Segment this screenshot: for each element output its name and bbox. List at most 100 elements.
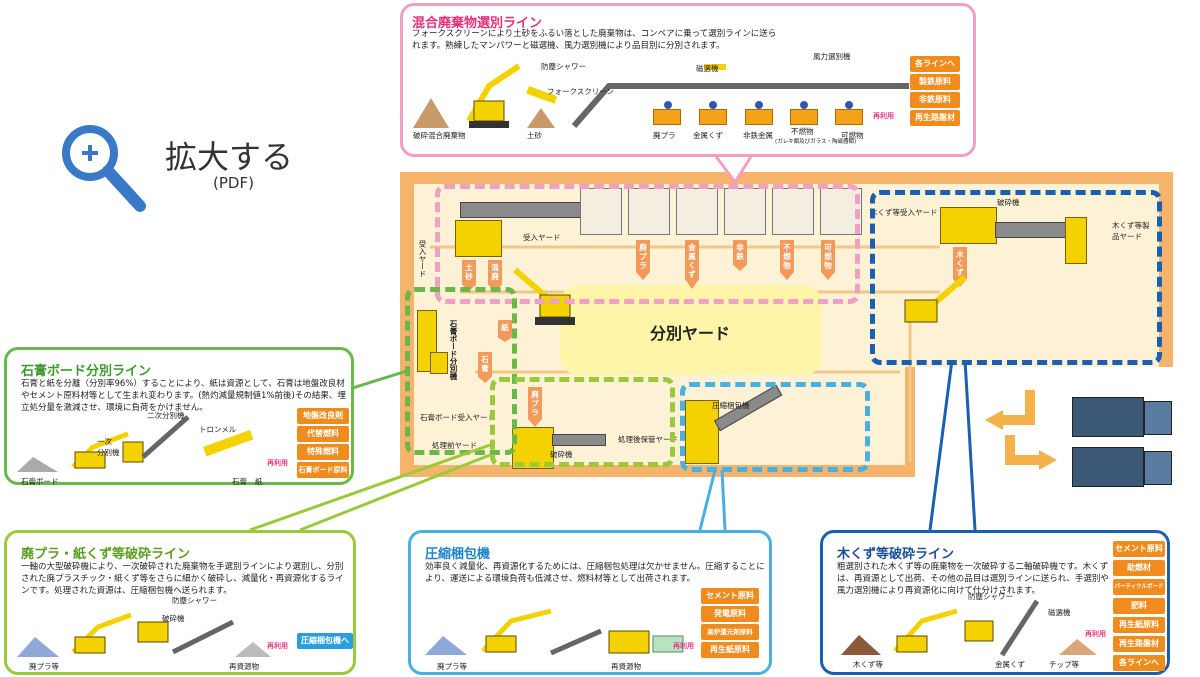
chute-metal: 金属くず [685, 240, 699, 289]
mixed-tag-3: 再生路盤材 [910, 110, 960, 126]
zoom-sub-label: (PDF) [213, 174, 254, 192]
mixed-tag-2: 非鉄原料 [910, 92, 960, 108]
mixed-tag-1: 製鉄原料 [910, 74, 960, 90]
wood-shower-label: 防塵シャワー [968, 592, 1013, 601]
gypsum-tag-0: 地盤改良剤 [297, 408, 349, 424]
chute-burnable: 可燃物 [821, 240, 835, 280]
plastic-reuse-label: 再利用 [267, 642, 288, 650]
crusher-label: 破砕機 [550, 450, 573, 459]
zoom-pdf-button[interactable]: 拡大する (PDF) [55, 118, 295, 218]
before-yard-label: 処理前ヤード [432, 441, 477, 450]
wood-line-desc: 粗選別された木くず等の廃棄物を一次破砕する二軸破砕機です。木くずは、再資源として… [837, 562, 1109, 596]
magnifier-icon [62, 125, 146, 212]
mixed-plastic-label: 廃プラ [653, 131, 676, 140]
baler-reuse-label: 再利用 [673, 642, 694, 650]
baler-machine [685, 400, 719, 464]
mixed-tag-0: 各ラインへ [910, 56, 960, 72]
plastic-line-illustration [17, 612, 271, 657]
mixed-burn-label: 可燃物 [841, 131, 864, 140]
sort-yard-label: 分別ヤード [650, 324, 731, 343]
wood-tag-6: 各ラインへ [1113, 655, 1165, 671]
receive-yard-vertical-label: 受入ヤード [418, 240, 427, 278]
baler-tag-3: 再生紙原料 [701, 642, 759, 658]
gypsum-line-desc: 石膏と紙を分離（分別率96%）することにより、紙は資源として、石膏は地盤改良材や… [21, 379, 346, 413]
gypsum-input-label: 石膏ボード [21, 477, 59, 486]
wood-tag-0: セメント原料 [1113, 541, 1165, 557]
baler-tag-2: 高炉還元剤原料 [701, 624, 759, 640]
arrow-mixed: 混廃 [488, 260, 502, 291]
arrow-gypsum: 石膏 [478, 352, 492, 383]
plastic-shower-label: 防塵シャワー [172, 596, 217, 605]
plastic-line-title: 廃プラ・紙くず等破砕ライン [21, 547, 191, 562]
truck-bottom-icon [1072, 447, 1172, 487]
gypsum-panel: 石膏ボード分別ライン 石膏と紙を分離（分別率96%）することにより、紙は資源とし… [4, 347, 354, 486]
wood-crusher-machine [940, 207, 997, 244]
mixed-nonferrous-label: 非鉄金属 [743, 131, 773, 140]
mixed-wind-label: 風力選別機 [813, 52, 851, 61]
truck-top-icon [1072, 397, 1172, 437]
zoom-label: 拡大する [165, 138, 294, 176]
mixed-line-desc: フォークスクリーンにより土砂をふるい落とした廃棄物は、コンベアに乗って選別ライン… [412, 29, 777, 51]
mixed-waste-panel: 混合廃棄物選別ライン フォークスクリーンにより土砂をふるい落とした廃棄物は、コン… [400, 3, 976, 157]
wood-product-label: 木くず等製品ヤード [1112, 221, 1150, 241]
wood-chip-label: チップ等 [1049, 660, 1079, 669]
mixed-shower-label: 防塵シャワー [541, 62, 586, 71]
baler-tag-0: セメント原料 [701, 588, 759, 604]
plastic-line-desc: 一軸の大型破砕機により、一次破砕された廃棄物を手選別ラインにより選別し、分別され… [21, 562, 344, 596]
wood-tag-1: 助燃材 [1113, 560, 1165, 576]
baler-line-desc: 効率良く減量化、再資源化するためには、圧縮梱包処理は欠かせません。圧縮することに… [425, 562, 765, 584]
baler-output-label: 再資源物 [611, 662, 641, 671]
gypsum-primary-label: 一次 分別機 [97, 437, 120, 457]
mixed-unburn-label: 不燃物 [791, 127, 814, 136]
gypsum-paper-label: 紙 [255, 477, 263, 486]
mixed-magnet-label: 磁選機 [696, 64, 719, 73]
wood-tag-4: 再生紙原料 [1113, 617, 1165, 633]
wood-line-title: 木くず等破砕ライン [837, 547, 955, 562]
gypsum-gypsum-label: 石膏 [232, 477, 247, 486]
after-yard-label: 処理後保管ヤード [618, 435, 678, 444]
wood-tag-2: パーティクルボード原料 [1113, 579, 1165, 606]
arrow-paper: 紙 [498, 320, 512, 342]
wood-tag-5: 再生路盤材 [1113, 636, 1165, 652]
gypsum-trommel-label: トロンメル [199, 425, 237, 434]
plastic-output-label: 再資源物 [229, 662, 259, 671]
wood-input-label: 木くず等 [853, 660, 883, 669]
mixed-soil-label: 土砂 [527, 131, 542, 140]
wood-excavator-icon [904, 274, 967, 323]
gypsum-tag-2: 特殊燃料 [297, 444, 349, 460]
chute-unburnable: 不燃物 [780, 240, 794, 280]
chute-plastic: 廃プラ [636, 240, 650, 280]
gypsum-yard-label: 石膏ボード受入ヤード [420, 413, 495, 422]
gypsum-line-illustration [17, 415, 254, 472]
baler-line-illustration [425, 608, 684, 656]
receive-yard-label: 受入ヤード [523, 233, 561, 242]
baler-line-title: 圧縮梱包機 [425, 547, 491, 562]
wood-magnet-label: 磁選機 [1048, 608, 1071, 617]
truck-flow-arrows [985, 390, 1057, 470]
chute-nonferrous: 非鉄 [733, 240, 747, 271]
baler-label: 圧縮梱包機 [712, 401, 750, 410]
plastic-crusher-label: 破砕機 [162, 614, 185, 623]
baler-tag-1: 発電原料 [701, 606, 759, 622]
mixed-unburn-note: (ガレキ類及びガラス・陶磁器類) [775, 139, 857, 145]
gypsum-tag-1: 代替燃料 [297, 426, 349, 442]
wood-line-illustration [841, 599, 1097, 657]
arrow-plastic-crush: 廃プラ [528, 387, 542, 427]
wood-tag-3: 肥料 [1113, 598, 1165, 614]
wood-reuse-label: 再利用 [1085, 630, 1106, 638]
mixed-metal-label: 金属くず [693, 131, 723, 140]
fork-screen-machine [455, 220, 502, 257]
mixed-line-illustration [413, 63, 909, 128]
plastic-tag-0: 圧縮梱包機へ [297, 633, 353, 649]
plastic-crush-panel: 廃プラ・紙くず等破砕ライン 一軸の大型破砕機により、一次破砕された廃棄物を手選別… [4, 530, 356, 675]
wood-metal-label: 金属くず [995, 660, 1025, 669]
gypsum-sorter-label: 石膏ボード分別機 [449, 320, 458, 380]
wood-crusher-label: 破砕機 [997, 198, 1020, 207]
mixed-input-label: 破砕混合廃棄物 [413, 131, 466, 140]
plastic-input-label: 廃プラ等 [29, 662, 59, 671]
mixed-fork-label: フォークスクリーン [547, 87, 614, 96]
mixed-line-title: 混合廃棄物選別ライン [412, 16, 543, 31]
gypsum-reuse-label: 再利用 [267, 459, 288, 467]
gypsum-line-title: 石膏ボード分別ライン [21, 364, 152, 379]
